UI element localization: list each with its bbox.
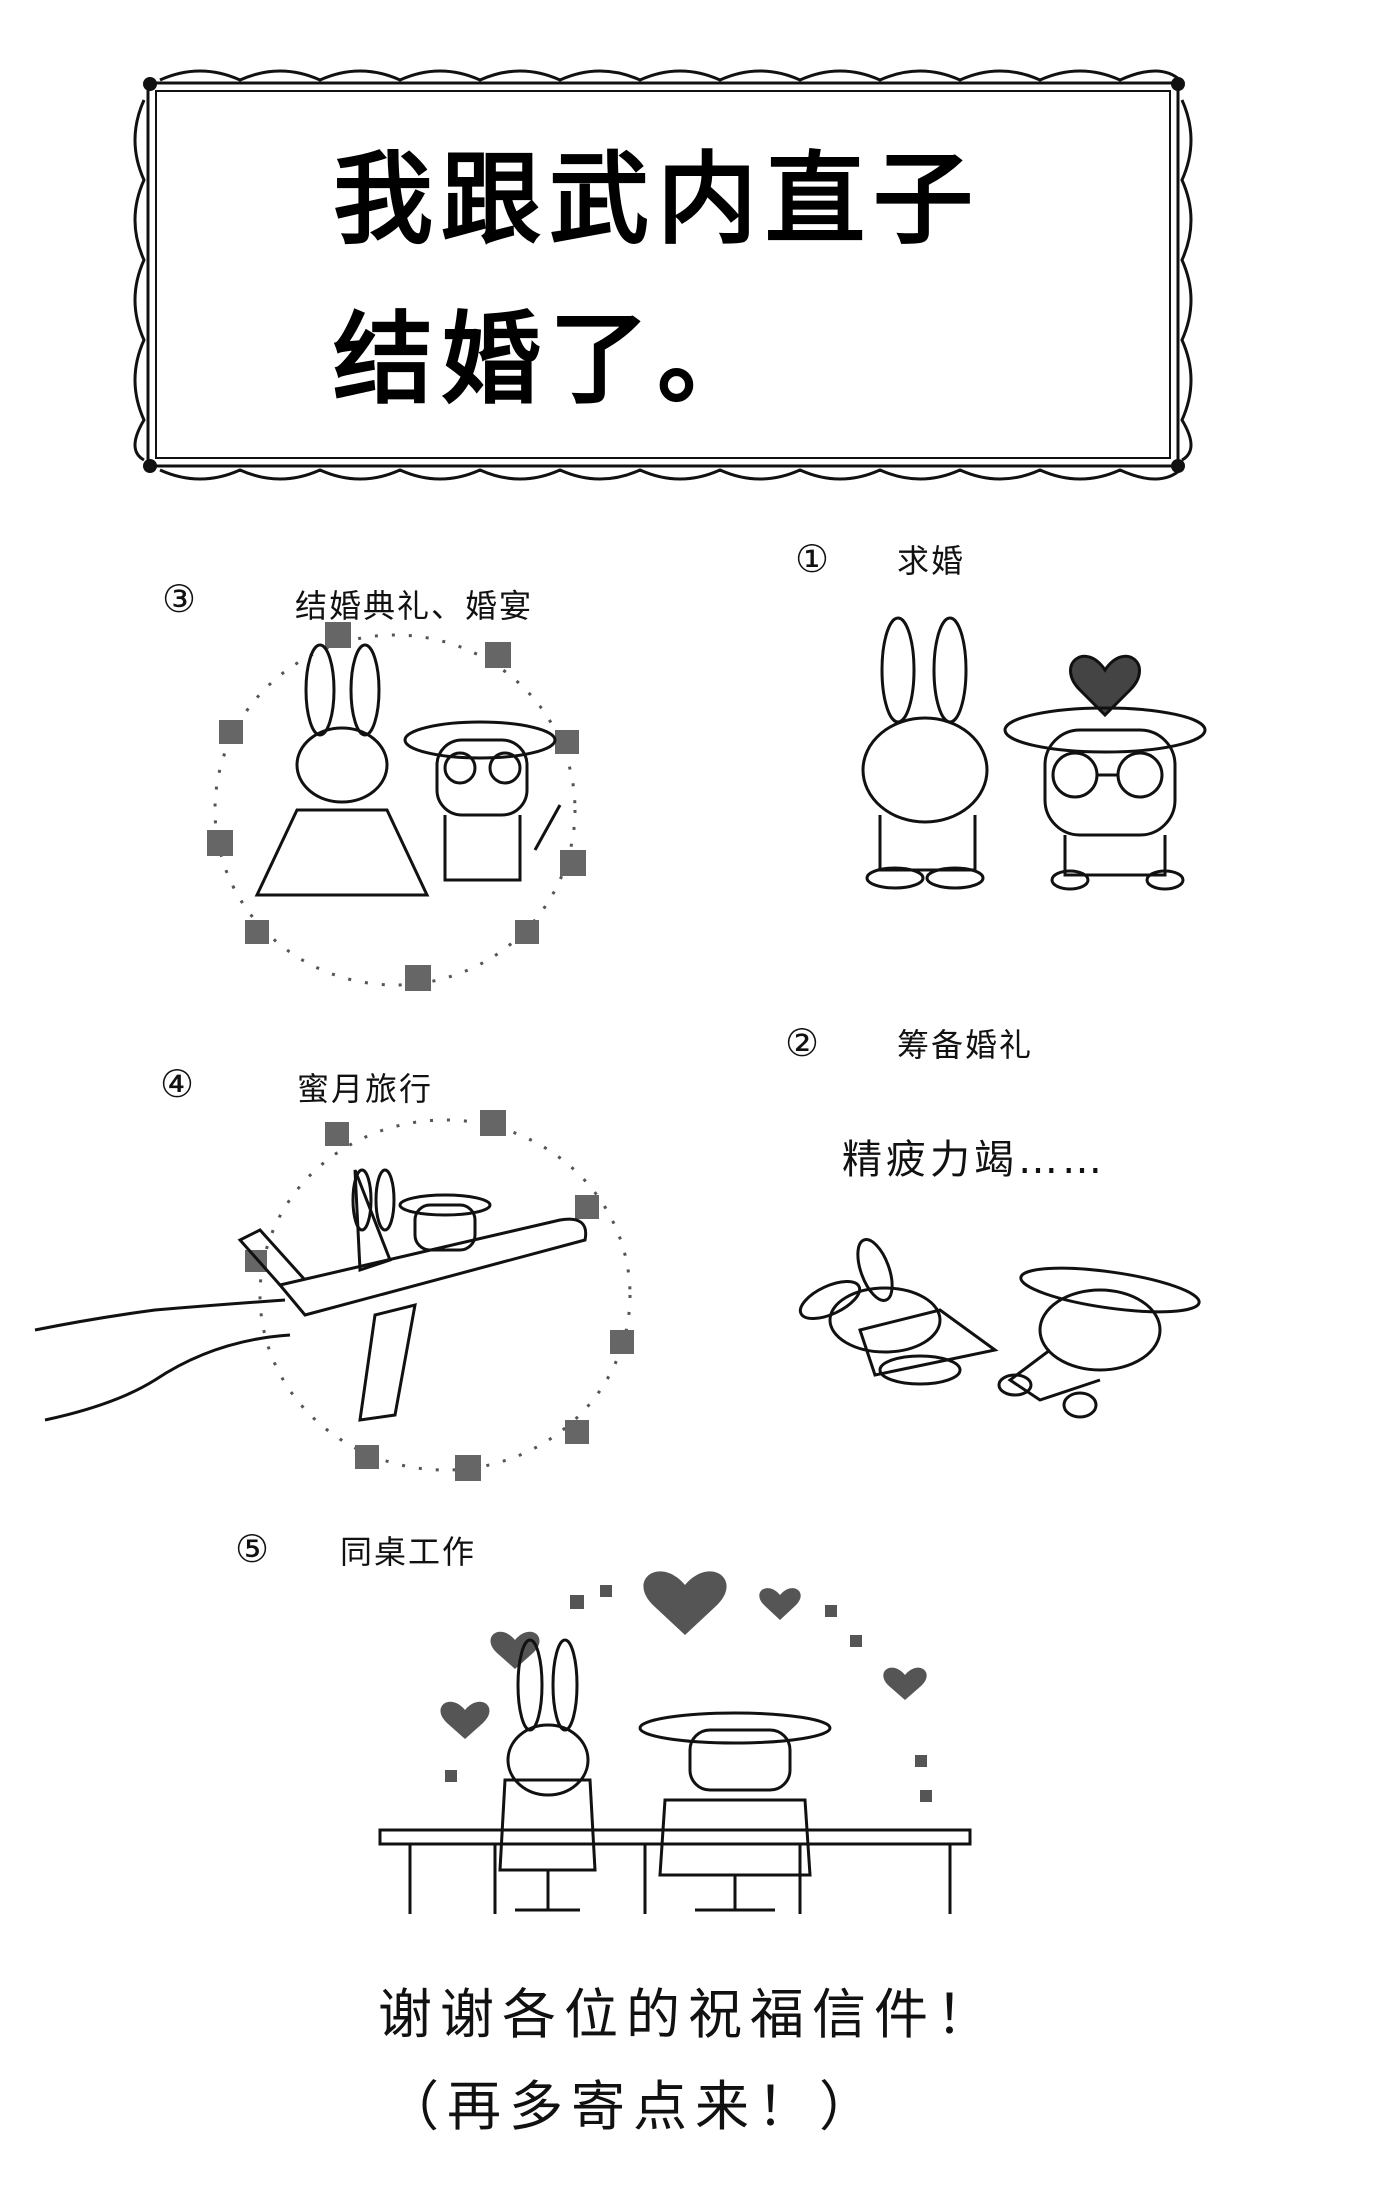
step-2-number: ②	[785, 1021, 820, 1065]
wedding-illustration	[207, 622, 586, 991]
honeymoon-illustration	[34, 1110, 634, 1481]
exhausted-illustration	[798, 1238, 1201, 1419]
step-5-label: 同桌工作	[340, 1533, 477, 1571]
dog-character	[1003, 706, 1207, 891]
dog-lying-character	[997, 1266, 1201, 1419]
title-line-2: 结婚了。	[333, 301, 765, 418]
bunny-character	[861, 616, 989, 890]
step-5-number: ⑤	[235, 1527, 270, 1571]
airplane-icon	[237, 1169, 588, 1422]
step-1-number: ①	[795, 537, 830, 581]
step-1-label: 求婚	[897, 542, 966, 580]
footer-thanks: 谢谢各位的祝福信件！	[378, 1983, 998, 2046]
step-3-label: 结婚典礼、婚宴	[295, 587, 534, 625]
step-4-number: ④	[160, 1062, 195, 1106]
proposal-illustration	[861, 616, 1207, 891]
couple-in-plane	[351, 1168, 492, 1252]
footer-send-more: （再多寄点来！）	[385, 2075, 881, 2138]
step-4-label: 蜜月旅行	[297, 1070, 434, 1108]
working-together-illustration	[378, 1571, 972, 1914]
step-3-number: ③	[162, 577, 197, 621]
bride-bunny-character	[254, 643, 430, 897]
heart-icon	[1069, 654, 1141, 718]
bunny-back-character	[498, 1638, 597, 1912]
title-line-1: 我跟武内直子	[333, 141, 981, 258]
exhausted-caption: 精疲力竭……	[842, 1137, 1106, 1183]
groom-dog-character	[403, 720, 562, 882]
step-2-label: 筹备婚礼	[897, 1026, 1034, 1064]
dog-back-character	[638, 1711, 832, 1912]
bunny-lying-character	[798, 1238, 999, 1386]
